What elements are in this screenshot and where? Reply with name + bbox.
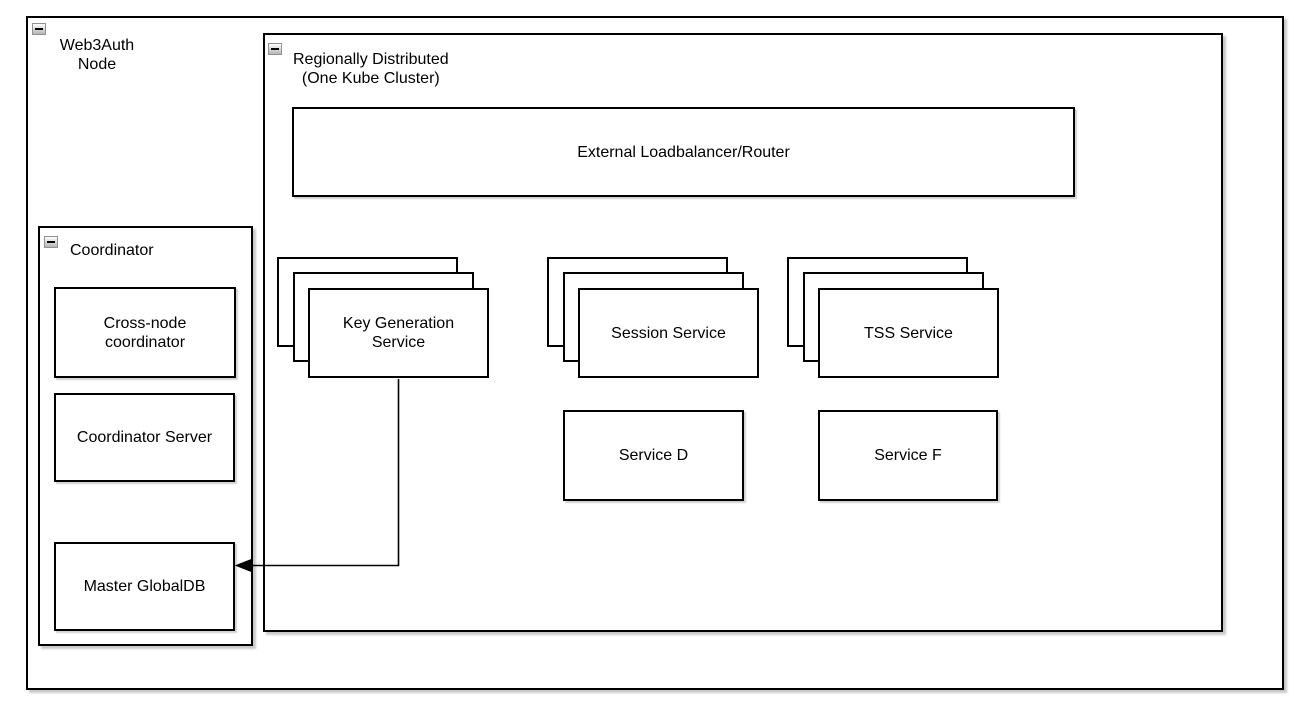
node-coordinator-server[interactable]: Coordinator Server (54, 393, 235, 482)
node-master-globaldb[interactable]: Master GlobalDB (54, 542, 235, 631)
node-label: Coordinator Server (76, 429, 213, 446)
stack-layer-front[interactable]: TSS Service (818, 288, 999, 378)
node-label: Service D (618, 447, 689, 464)
container-title-regionally-distributed: Regionally Distributed (One Kube Cluster… (293, 51, 449, 87)
node-service-d[interactable]: Service D (563, 410, 744, 501)
node-stack-key-generation-service[interactable]: Key Generation Service (277, 257, 490, 379)
node-cross-node-coordinator[interactable]: Cross-node coordinator (54, 287, 236, 378)
collapse-icon[interactable] (44, 236, 58, 248)
node-label: TSS Service (864, 324, 953, 342)
container-regionally-distributed[interactable]: Regionally Distributed (One Kube Cluster… (263, 33, 1223, 632)
minus-glyph (271, 48, 279, 50)
node-label: Service F (874, 447, 942, 464)
node-label: Master GlobalDB (83, 578, 206, 595)
node-stack-session-service[interactable]: Session Service (547, 257, 760, 379)
node-service-f[interactable]: Service F (818, 410, 998, 501)
container-coordinator[interactable]: Coordinator Cross-node coordinator Coord… (38, 226, 253, 646)
node-label: Key Generation Service (342, 315, 455, 351)
collapse-icon[interactable] (268, 43, 282, 55)
stack-layer-front[interactable]: Key Generation Service (308, 288, 489, 378)
minus-glyph (35, 28, 43, 30)
collapse-icon[interactable] (32, 23, 46, 35)
node-external-loadbalancer-router[interactable]: External Loadbalancer/Router (292, 107, 1075, 197)
node-stack-tss-service[interactable]: TSS Service (787, 257, 1000, 379)
container-title-web3auth-node: Web3Auth Node (59, 37, 135, 73)
node-label: Session Service (611, 324, 726, 342)
minus-glyph (47, 241, 55, 243)
container-title-coordinator: Coordinator (70, 242, 154, 259)
stack-layer-front[interactable]: Session Service (578, 288, 759, 378)
node-label: External Loadbalancer/Router (577, 143, 790, 161)
node-label: Cross-node coordinator (103, 314, 187, 351)
container-web3auth-node[interactable]: Web3Auth Node Regionally Distributed (On… (26, 16, 1284, 690)
